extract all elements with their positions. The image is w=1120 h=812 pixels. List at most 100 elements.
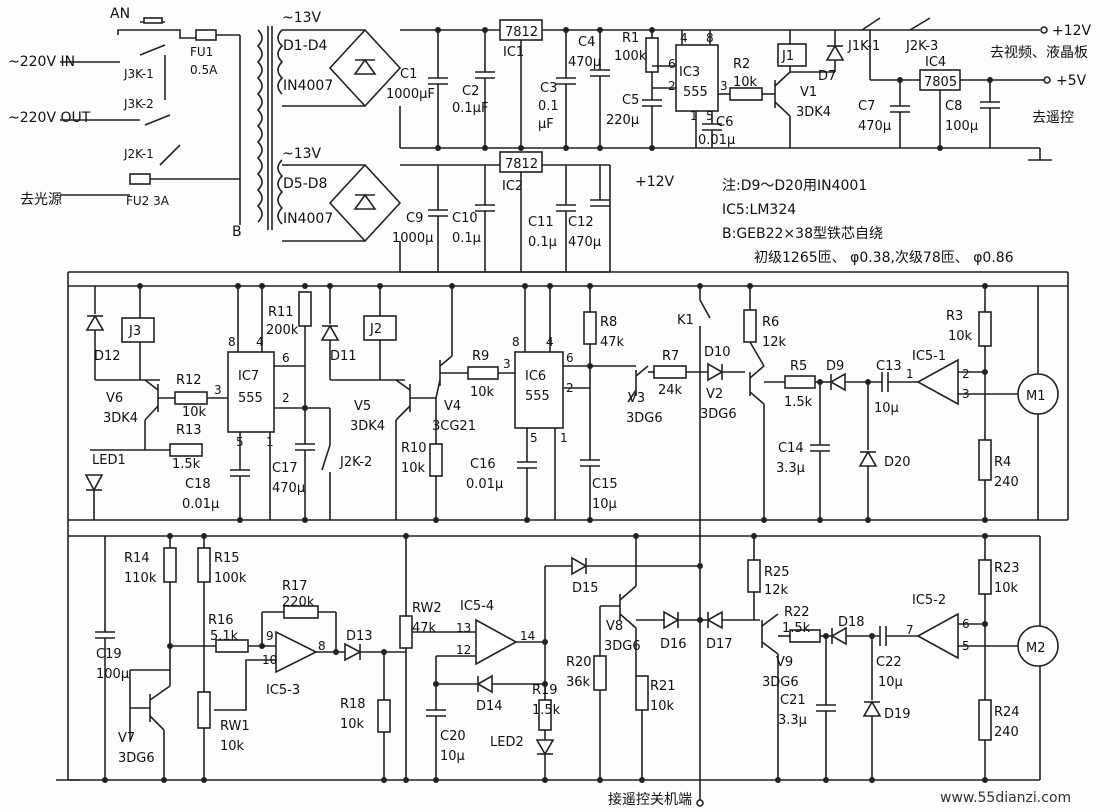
ic1-part: 7812	[505, 25, 538, 40]
d10-label: D10	[704, 345, 731, 360]
ic5-4-opamp	[475, 618, 518, 666]
r16-value: 5.1k	[210, 629, 239, 644]
c11-label: C11	[528, 215, 554, 230]
v6-part: 3DK4	[103, 411, 138, 426]
c12-value: 470μ	[568, 235, 601, 250]
r13-value: 1.5k	[172, 457, 201, 472]
c9-label: C9	[406, 211, 423, 226]
ic6-pin8: 8	[512, 335, 520, 349]
c16-value: 0.01μ	[466, 477, 503, 492]
led1-label: LED1	[92, 453, 126, 468]
ic3-pin5: 5	[706, 109, 714, 123]
ic5-1-label: IC5-1	[912, 349, 946, 364]
ic7-label: IC7	[238, 369, 259, 384]
c1-value: 1000μF	[386, 87, 435, 102]
r19-label: R19	[532, 683, 558, 698]
c22-value: 10μ	[878, 675, 903, 690]
ic5-3-label: IC5-3	[266, 683, 300, 698]
r8-label: R8	[600, 315, 617, 330]
v1-label: V1	[800, 85, 817, 100]
ic1-label: IC1	[503, 45, 524, 60]
bottom-section: C19 100μ R14 110k R15 100k V7 3DG6 R16 5…	[95, 536, 1059, 780]
ic3-part: 555	[683, 85, 708, 100]
c7-value: 470μ	[858, 119, 891, 134]
ic3-timer	[675, 44, 719, 112]
j1k1-label: J1K-1	[847, 39, 880, 54]
r25-resistor	[747, 559, 761, 593]
ic7-section: D12 J3 V6 3DK4 R12 10k 3 R13 1.5k LED1 I…	[84, 286, 372, 520]
j2-relay	[363, 315, 397, 341]
mains-input-section: AN ~220V IN ~220V OUT 去光源 FU1 0.5A J3K-1…	[8, 6, 242, 240]
v3-part: 3DG6	[626, 411, 663, 426]
c3-value-2: μF	[538, 117, 554, 132]
c18-label: C18	[185, 477, 211, 492]
v6-label: V6	[106, 391, 123, 406]
j2k2-label: J2K-2	[339, 455, 372, 470]
fu1-value: 0.5A	[190, 63, 218, 77]
c7-label: C7	[858, 99, 875, 114]
rw2-potentiometer	[399, 615, 413, 649]
v7-label: V7	[118, 731, 135, 746]
r5-resistor	[784, 375, 816, 389]
d1-d4-label: D1-D4	[283, 38, 328, 54]
r8-value: 47k	[600, 335, 625, 350]
c21-value: 3.3μ	[778, 713, 807, 728]
r4-label: R4	[994, 455, 1011, 470]
to-remote-label: 去遥控	[1032, 110, 1074, 126]
r21-label: R21	[650, 679, 676, 694]
r18-label: R18	[340, 697, 366, 712]
fu1-fuse	[195, 29, 217, 41]
in-220v-label: ~220V IN	[8, 54, 75, 70]
r6-resistor	[743, 309, 757, 343]
c16-label: C16	[470, 457, 496, 472]
c8-value: 100μ	[945, 119, 978, 134]
c20-label: C20	[440, 729, 466, 744]
r23-value: 10k	[994, 581, 1019, 596]
remote-off-label: 接遥控关机端	[608, 791, 692, 808]
ic6-pin5: 5	[530, 431, 538, 445]
r1-value: 100k	[614, 49, 647, 64]
r12-label: R12	[176, 373, 202, 388]
ic6-pin6: 6	[566, 351, 574, 365]
r14-value: 110k	[124, 571, 157, 586]
ic5-1-pin1: 1	[906, 367, 914, 381]
r10-value: 10k	[401, 461, 426, 476]
d15-label: D15	[572, 581, 599, 596]
ic3-pin6: 6	[668, 57, 676, 71]
an-switch-label: AN	[110, 6, 130, 22]
r10-label: R10	[401, 441, 427, 456]
r24-label: R24	[994, 705, 1020, 720]
r23-label: R23	[994, 561, 1020, 576]
ic5-2-opamp	[916, 612, 959, 660]
r21-value: 10k	[650, 699, 675, 714]
ic5-3-pin8: 8	[318, 639, 326, 653]
in4007-a-label: IN4007	[283, 78, 333, 94]
fu2-label: FU2 3A	[126, 194, 170, 208]
c4-value: 470μ	[568, 55, 601, 70]
ic7-timer	[227, 351, 275, 433]
c8-label: C8	[945, 99, 962, 114]
ic6-pin3: 3	[503, 357, 511, 371]
c19-label: C19	[96, 647, 122, 662]
j2k3-label: J2K-3	[905, 39, 938, 54]
c6-label: C6	[716, 115, 733, 130]
r13-label: R13	[176, 423, 202, 438]
m2-label: M2	[1026, 641, 1046, 656]
out-220v-label: ~220V OUT	[8, 110, 91, 126]
fu1-label: FU1	[190, 45, 213, 59]
note-line-2: IC5:LM324	[722, 202, 796, 218]
c3-label: C3	[540, 81, 557, 96]
v5-part: 3DK4	[350, 419, 385, 434]
c14-value: 3.3μ	[776, 461, 805, 476]
r20-resistor	[593, 655, 607, 691]
v7-part: 3DG6	[118, 751, 155, 766]
secondary-13v-b-label: ~13V	[282, 146, 322, 162]
c19-value: 100μ	[96, 667, 129, 682]
junction-dots	[102, 27, 993, 783]
r14-resistor	[163, 547, 177, 583]
bridge-rectifier-1	[282, 28, 402, 108]
v8-part: 3DG6	[604, 639, 641, 654]
ic5-2-label: IC5-2	[912, 593, 946, 608]
ic6-label: IC6	[525, 369, 546, 384]
c17-label: C17	[272, 461, 298, 476]
